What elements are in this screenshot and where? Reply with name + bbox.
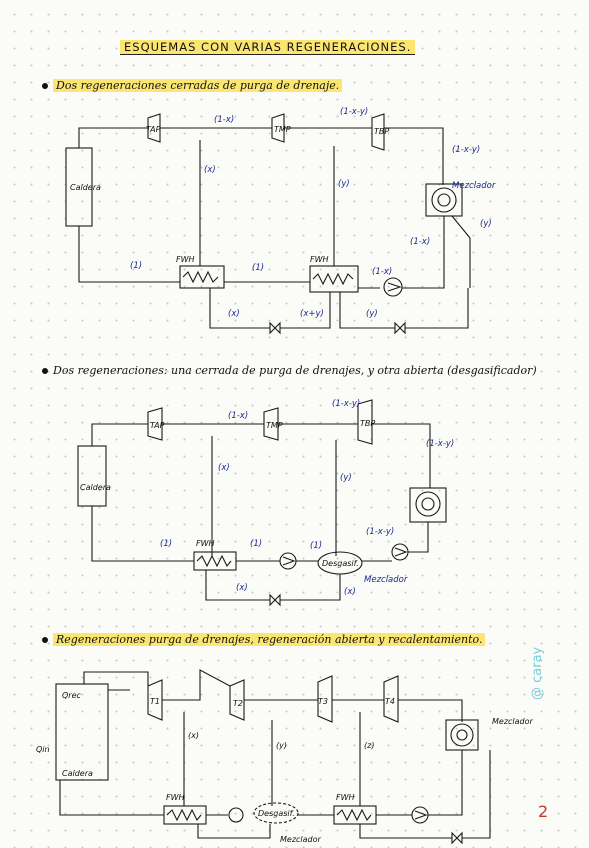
flow-label: (x) bbox=[228, 309, 240, 319]
flow-label: (y) bbox=[276, 741, 287, 750]
mixer-label: Mezclador bbox=[492, 717, 534, 726]
flow-label: (y) bbox=[338, 179, 350, 189]
t3-label: T3 bbox=[318, 697, 328, 706]
flow-label: (x) bbox=[204, 165, 216, 175]
section-2-heading: Dos regeneraciones: una cerrada de purga… bbox=[42, 364, 537, 377]
page-number: 2 bbox=[538, 802, 549, 821]
qin-label: Qin bbox=[36, 745, 50, 754]
fwh-label: FWH bbox=[176, 255, 195, 264]
bullet-icon bbox=[42, 368, 48, 374]
flow-label: (x) bbox=[218, 463, 230, 473]
flow-label: (1) bbox=[160, 539, 172, 549]
flow-label: (1-x) bbox=[372, 267, 392, 277]
tap-label: TAP bbox=[146, 125, 161, 134]
qrec-label: Qrec bbox=[62, 691, 82, 700]
bullet-icon bbox=[42, 637, 48, 643]
section-1-heading: Dos regeneraciones cerradas de purga de … bbox=[42, 79, 343, 92]
flow-label: (1) bbox=[250, 539, 262, 549]
fwh-label: FWH bbox=[166, 793, 185, 802]
turbine-tmp-1 bbox=[271, 113, 285, 143]
deaerator-label: Desgasif. bbox=[322, 559, 359, 568]
flow-label: (1-x) bbox=[228, 411, 248, 421]
flow-label: (x) bbox=[236, 583, 248, 593]
boiler-label: Caldera bbox=[70, 183, 101, 192]
bullet-icon bbox=[42, 83, 48, 89]
flow-label: (1) bbox=[252, 263, 264, 273]
t1-label: T1 bbox=[150, 697, 160, 706]
turbine-tap-1 bbox=[147, 113, 161, 143]
mixer-label: Mezclador bbox=[364, 575, 408, 585]
flow-label: (x) bbox=[344, 587, 356, 597]
boiler-label: Caldera bbox=[62, 769, 93, 778]
tbp-label: TBP bbox=[360, 419, 375, 428]
flow-label: (1-x-y) bbox=[426, 439, 454, 449]
flow-label: (x+y) bbox=[300, 309, 324, 319]
tap-label: TAP bbox=[150, 421, 165, 430]
condenser-icon bbox=[431, 187, 457, 213]
flow-label: (z) bbox=[364, 741, 374, 750]
t2-label: T2 bbox=[233, 699, 243, 708]
turbine-tbp-1 bbox=[371, 113, 385, 151]
mixer-label: Mezclador bbox=[452, 181, 496, 191]
page-title: ESQUEMAS CON VARIAS REGENERACIONES. bbox=[120, 40, 440, 55]
mixer-label: Mezclador bbox=[280, 835, 322, 844]
t4-label: T4 bbox=[385, 697, 395, 706]
fwh-label: FWH bbox=[196, 539, 215, 548]
deaerator-label: Desgasif. bbox=[258, 809, 295, 818]
flow-label: (1-x-y) bbox=[340, 107, 368, 117]
fwh-label: FWH bbox=[310, 255, 329, 264]
flow-label: (1-x-y) bbox=[332, 399, 360, 409]
tmp-label: TMP bbox=[274, 125, 291, 134]
flow-label: (y) bbox=[366, 309, 378, 319]
section-3-heading: Regeneraciones purga de drenajes, regene… bbox=[42, 633, 486, 646]
flow-label: (1-x-y) bbox=[366, 527, 394, 537]
pump-icon bbox=[383, 277, 403, 297]
flow-label: (1-x) bbox=[214, 115, 234, 125]
boiler-label: Caldera bbox=[80, 483, 111, 492]
heat-exchanger-icon bbox=[179, 265, 225, 289]
tbp-label: TBP bbox=[374, 127, 389, 136]
flow-label: (y) bbox=[340, 473, 352, 483]
fwh-label: FWH bbox=[336, 793, 355, 802]
tmp-label: TMP bbox=[266, 421, 283, 430]
flow-label: (y) bbox=[480, 219, 492, 229]
flow-label: (1-x) bbox=[410, 237, 430, 247]
flow-label: (1) bbox=[130, 261, 142, 271]
valve-icon bbox=[269, 321, 281, 335]
watermark: @ caray bbox=[530, 646, 545, 700]
flow-label: (1) bbox=[310, 541, 322, 551]
flow-label: (1-x-y) bbox=[452, 145, 480, 155]
flow-label: (x) bbox=[188, 731, 199, 740]
